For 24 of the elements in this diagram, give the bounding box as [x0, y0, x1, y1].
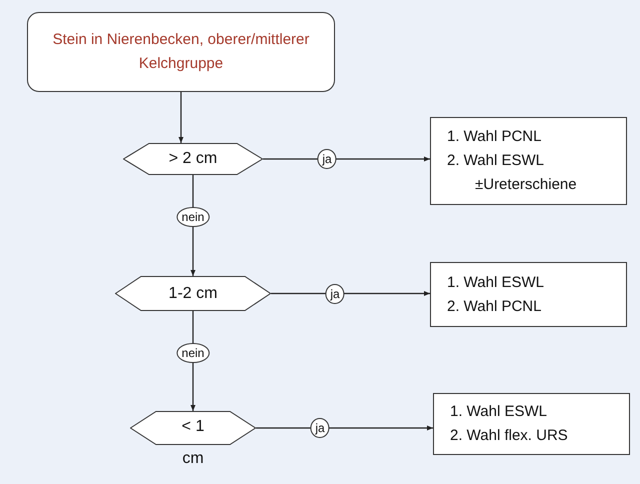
arrow: [263, 156, 430, 162]
arrow: [256, 426, 433, 430]
option-text: 2. Wahl flex. URS: [450, 426, 569, 446]
option-text: 2. Wahl PCNL: [447, 296, 542, 316]
edge-label: ja: [310, 418, 330, 438]
result-box: [430, 262, 627, 327]
option-text: ±Ureterschiene: [474, 175, 578, 195]
arrow: [178, 92, 184, 143]
decision-text: > 2 cm: [168, 149, 218, 169]
result-box: [433, 393, 630, 455]
decision-text: < 1 cm: [180, 417, 206, 469]
edge-label: nein: [176, 207, 210, 228]
option-text: 1. Wahl ESWL: [450, 402, 548, 422]
edge-label: ja: [325, 284, 345, 304]
edge-label: ja: [317, 149, 337, 169]
node-text: Stein in Nierenbecken, oberer/mittlerer Kelchgruppe: [52, 30, 310, 74]
start-box: [27, 12, 335, 92]
option-text: 2. Wahl ESWL: [447, 151, 545, 171]
edge-label: nein: [176, 343, 210, 363]
arrow: [271, 291, 430, 296]
option-text: 1. Wahl ESWL: [447, 272, 545, 292]
option-text: 1. Wahl PCNL: [447, 127, 542, 147]
result-box: [430, 117, 627, 205]
decision-text: 1-2 cm: [168, 284, 218, 304]
